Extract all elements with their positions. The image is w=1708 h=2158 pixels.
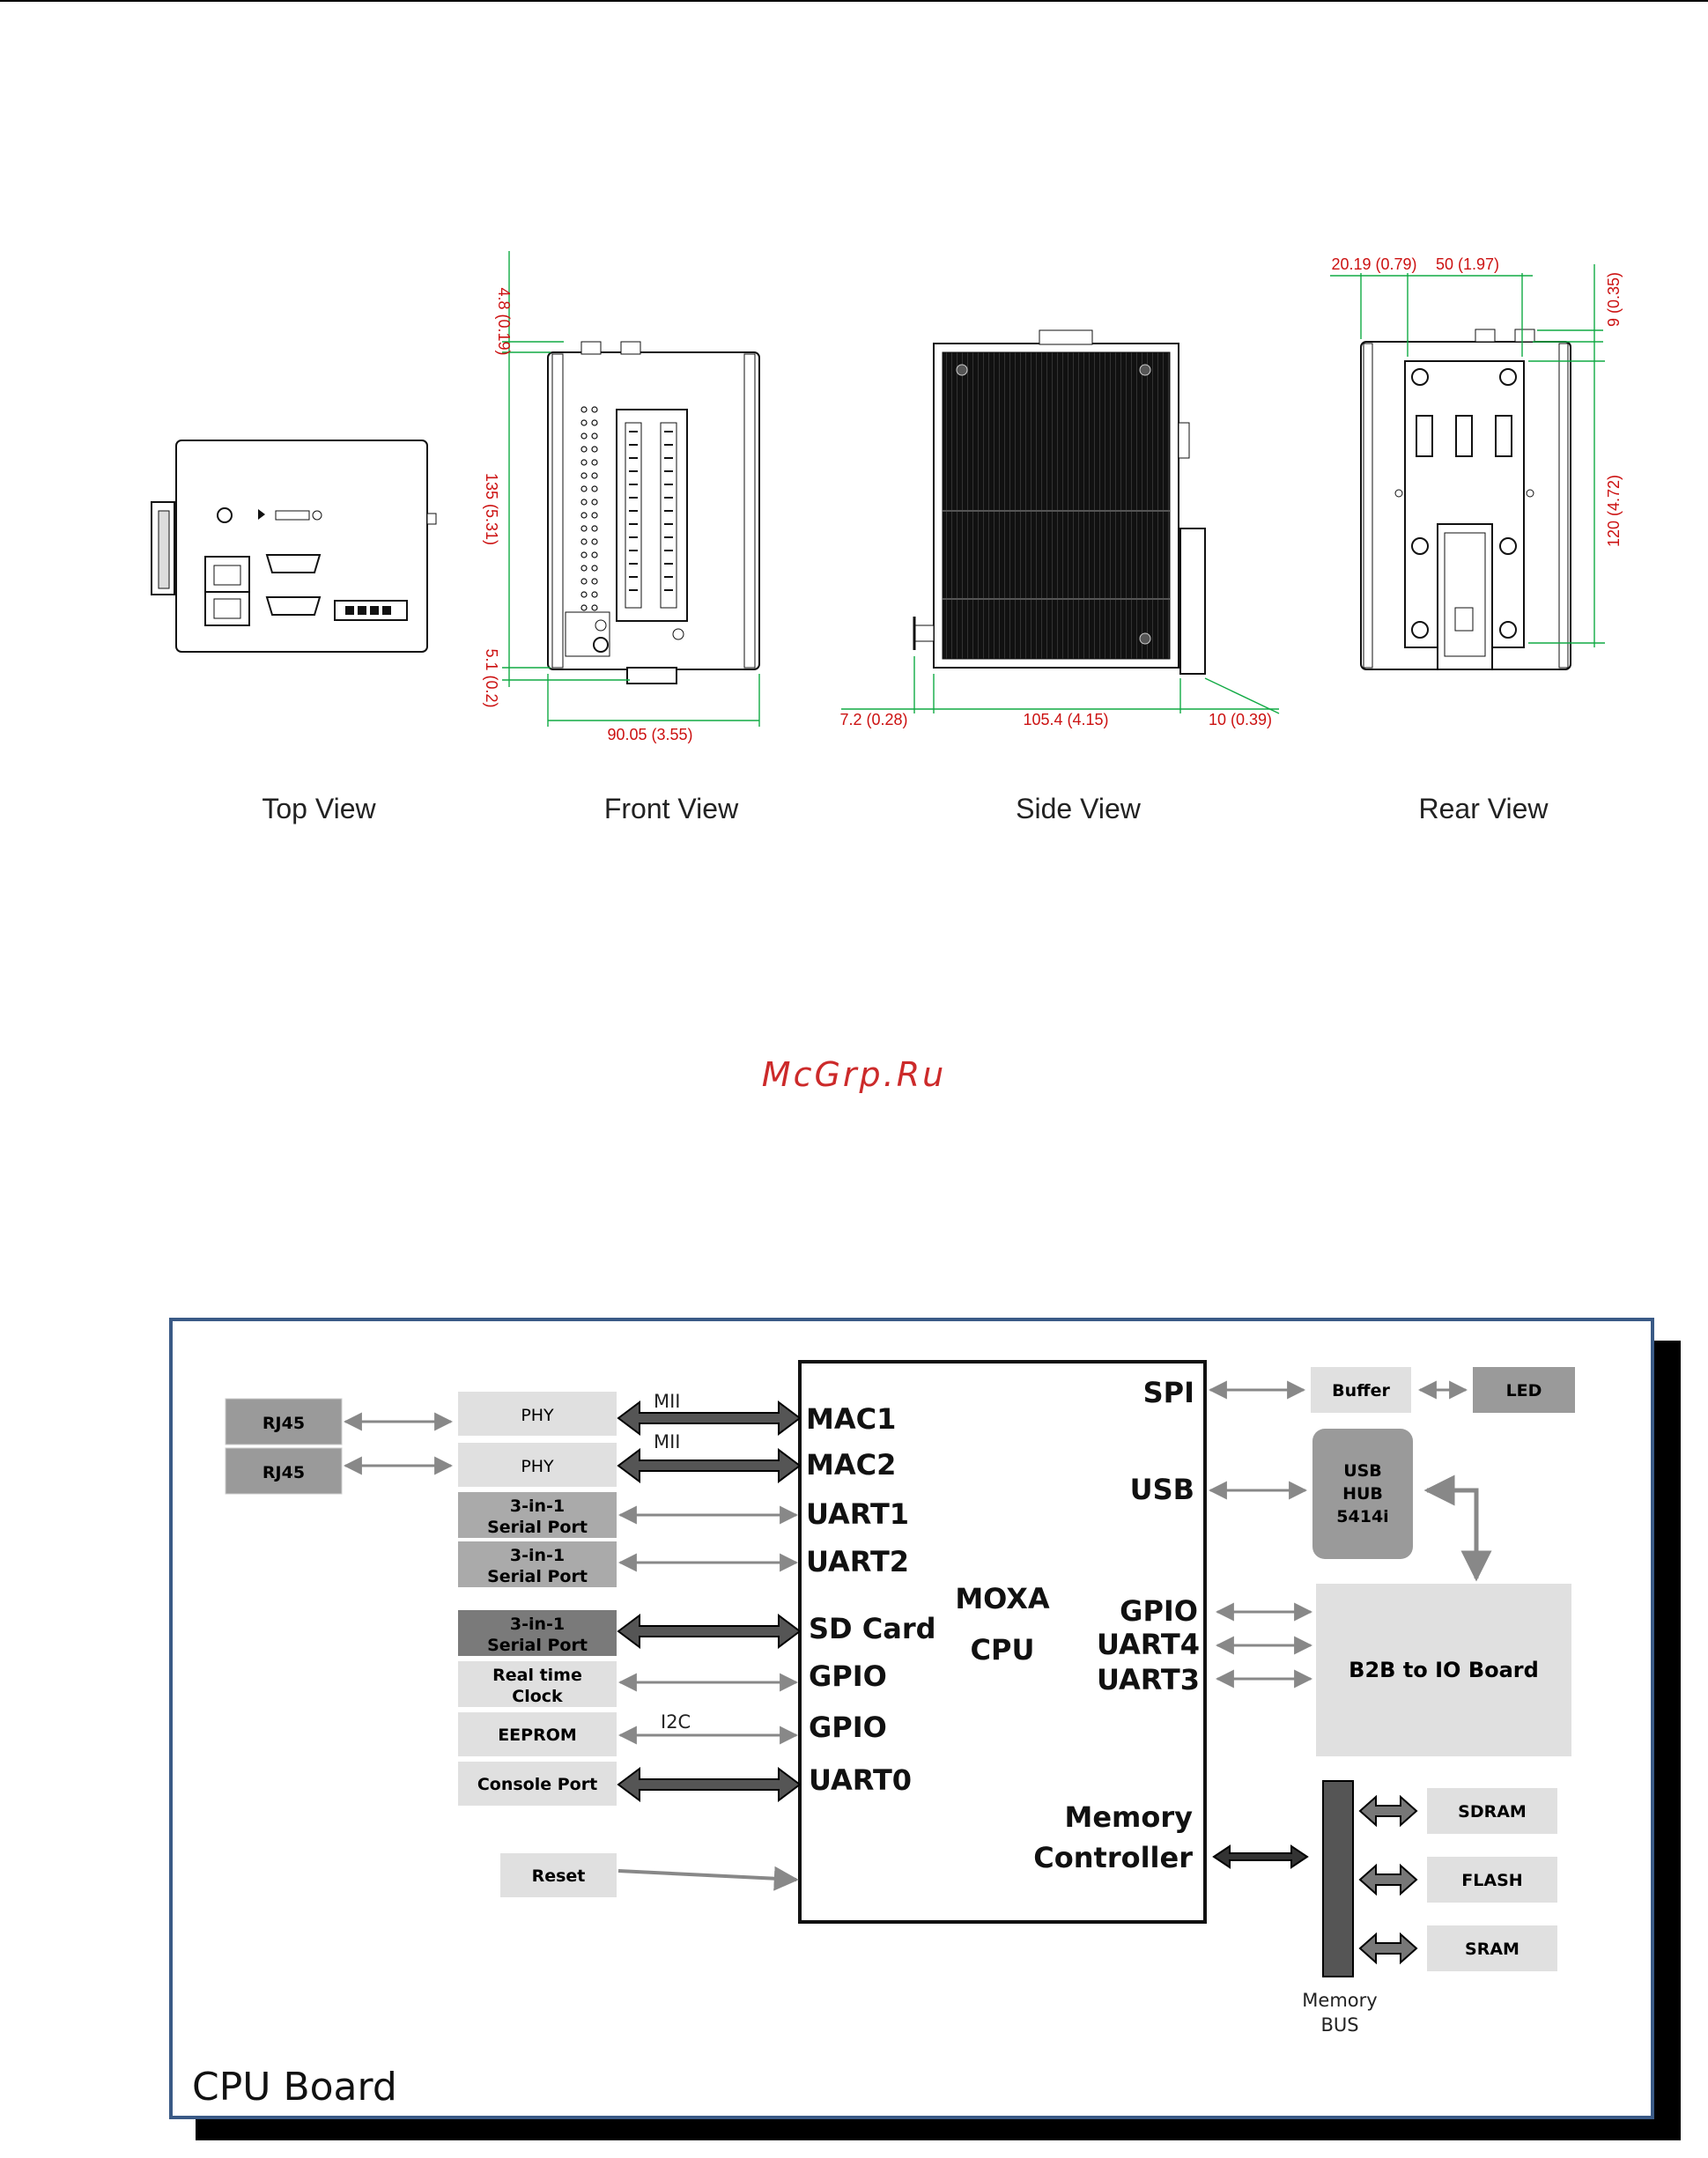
dim-rear-height: 120 (4.72) [1605,475,1623,547]
watermark: McGrp.Ru [761,1055,947,1094]
dim-front-top: 4.8 (0.19) [495,287,513,355]
svg-text:Serial Port: Serial Port [487,1518,588,1537]
thin-connectors-left [343,1412,799,1745]
top-view-label: Top View [262,793,376,824]
dim-rear-mid: 50 (1.97) [1436,255,1499,273]
pin-usb: USB [1130,1473,1194,1506]
memory-bus-label-2: BUS [1320,2014,1358,2036]
pin-uart3: UART3 [1097,1663,1200,1696]
mechanical-drawings: 4.8 (0.19) 135 (5.31) 5.1 (0.2) 90.05 (3… [151,251,1623,743]
rj45-port-1: RJ45 [225,1398,343,1445]
pin-mac2: MAC2 [806,1448,896,1482]
bus-label-mii-2: MII [654,1431,681,1452]
memory-controller-arrow [1212,1844,1309,1869]
eeprom-block: EEPROM [458,1712,617,1756]
svg-text:Real time: Real time [492,1666,582,1685]
svg-text:SRAM: SRAM [1465,1940,1519,1959]
svg-text:EEPROM: EEPROM [498,1726,577,1745]
svg-text:Reset: Reset [532,1866,586,1886]
svg-text:3-in-1: 3-in-1 [510,1546,565,1565]
pin-gpio-eeprom: GPIO [809,1711,887,1744]
thick-bus-arrows-left [617,1400,802,1802]
pin-mac1: MAC1 [806,1402,896,1436]
bus-label-mii-1: MII [654,1391,681,1412]
console-port-block: Console Port [458,1762,617,1806]
side-view-label: Side View [1016,793,1141,824]
dim-side-width: 105.4 (4.15) [1023,711,1108,728]
phy-block-2: PHY [458,1443,617,1487]
svg-text:SDRAM: SDRAM [1458,1802,1527,1822]
svg-text:5414i: 5414i [1336,1507,1388,1526]
serial-port-block-1: 3-in-1 Serial Port [458,1492,617,1538]
memory-bus-label-1: Memory [1302,1990,1377,2011]
svg-text:Buffer: Buffer [1332,1381,1390,1400]
dim-side-left: 7.2 (0.28) [839,711,907,728]
memory-bus-bar [1322,1780,1354,1977]
pin-uart0: UART0 [809,1763,912,1797]
pin-uart1: UART1 [806,1497,909,1531]
phy-block-1: PHY [458,1392,617,1436]
svg-text:USB: USB [1343,1461,1382,1481]
reset-arrow [617,1866,799,1891]
serial-port-block-2: 3-in-1 Serial Port [458,1541,617,1587]
pin-uart4: UART4 [1097,1628,1200,1661]
memory-controller-line1: Memory [1064,1800,1193,1834]
rear-view-drawing [1360,329,1571,670]
dim-front-height: 135 (5.31) [483,473,500,545]
front-view-drawing [547,341,760,684]
serial-port-block-3: 3-in-1 Serial Port [458,1610,617,1656]
rtc-block: Real time Clock [458,1661,617,1707]
dim-front-width: 90.05 (3.55) [607,726,692,743]
pin-gpio-io: GPIO [1120,1594,1198,1628]
dim-side-right: 10 (0.39) [1209,711,1272,728]
top-rule [0,0,1708,2]
svg-text:LED: LED [1506,1381,1542,1400]
cpu-label-cpu: CPU [971,1633,1035,1667]
svg-text:Serial Port: Serial Port [487,1636,588,1655]
svg-text:PHY: PHY [521,1406,554,1425]
sram-block: SRAM [1427,1925,1557,1971]
dim-front-bottom: 5.1 (0.2) [483,648,500,707]
dimension-lines [502,251,1605,727]
svg-text:PHY: PHY [521,1457,554,1476]
rj45-label-2: RJ45 [262,1463,305,1482]
memory-controller-line2: Controller [1033,1841,1193,1874]
memory-bus-arrows [1358,1794,1418,1965]
dim-rear-top: 9 (0.35) [1605,272,1623,327]
bus-label-i2c: I2C [661,1711,691,1733]
usb-to-b2b-arrow [1423,1474,1492,1582]
svg-text:Console Port: Console Port [477,1775,597,1794]
flash-block: FLASH [1427,1857,1557,1903]
svg-text:HUB: HUB [1342,1484,1383,1504]
svg-text:FLASH: FLASH [1461,1871,1522,1890]
svg-text:Clock: Clock [512,1687,563,1706]
rj45-label-1: RJ45 [262,1414,305,1433]
svg-text:3-in-1: 3-in-1 [510,1615,565,1634]
led-block: LED [1473,1367,1575,1413]
usb-hub-block: USB HUB 5414i [1312,1429,1413,1559]
svg-text:B2B to IO Board: B2B to IO Board [1349,1658,1539,1682]
pin-spi: SPI [1143,1376,1194,1409]
pin-uart2: UART2 [806,1545,909,1578]
pin-sd-card: SD Card [809,1612,936,1645]
rj45-port-2: RJ45 [225,1447,343,1495]
cpu-label-moxa: MOXA [955,1582,1050,1615]
top-view-drawing [151,440,437,653]
thin-connectors-right [1208,1380,1468,1689]
svg-text:3-in-1: 3-in-1 [510,1497,565,1516]
rear-view-label: Rear View [1418,793,1549,824]
moxa-cpu-box [798,1360,1207,1924]
b2b-io-board-block: B2B to IO Board [1316,1584,1571,1756]
sdram-block: SDRAM [1427,1788,1557,1834]
pin-gpio-rtc: GPIO [809,1659,887,1693]
svg-text:Serial Port: Serial Port [487,1567,588,1586]
front-view-label: Front View [603,793,739,824]
side-view-drawing [913,329,1206,675]
buffer-block: Buffer [1311,1367,1411,1413]
cpu-board-title: CPU Board [192,2065,397,2110]
dim-rear-left: 20.19 (0.79) [1331,255,1416,273]
reset-block: Reset [500,1853,617,1897]
